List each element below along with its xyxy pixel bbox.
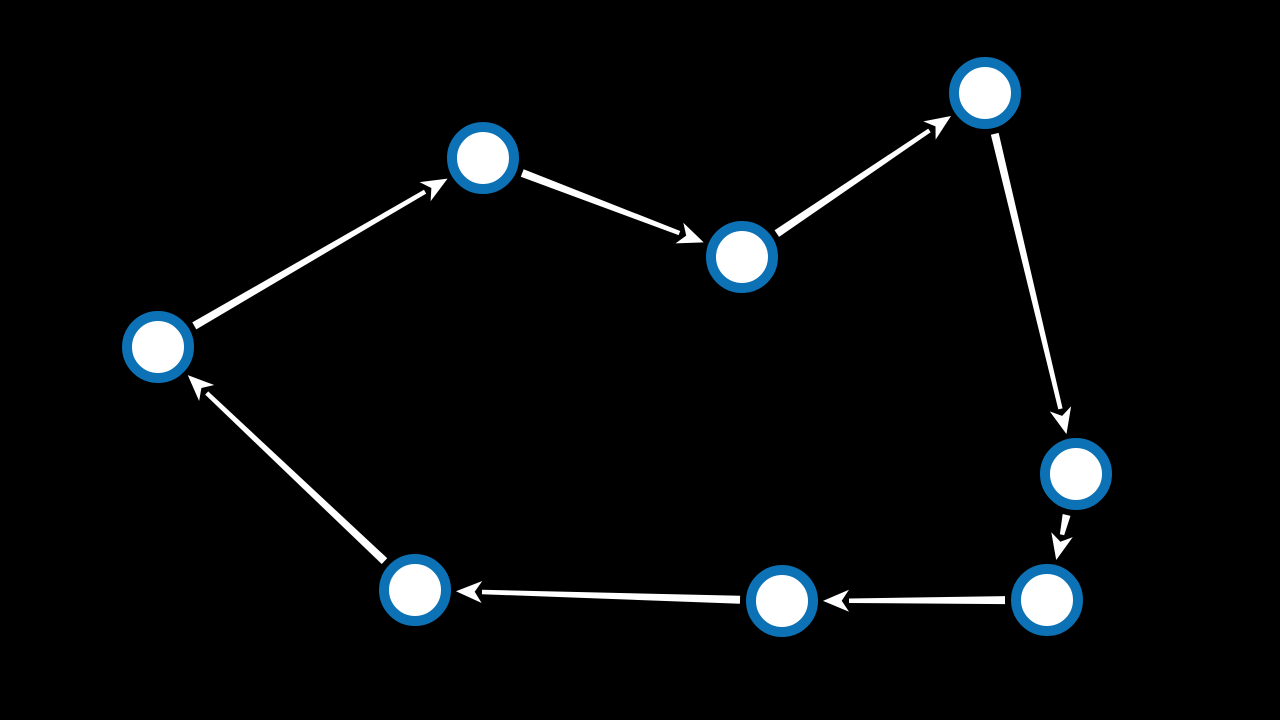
graph-node[interactable]: [1040, 438, 1112, 510]
node-circle: [1040, 438, 1112, 510]
graph-edge[interactable]: [187, 375, 388, 565]
edge-arrowhead-icon: [455, 581, 483, 603]
edge-shaft: [848, 596, 1006, 605]
edge-arrowhead-icon: [823, 589, 850, 612]
edge-layer: [187, 115, 1073, 612]
graph-node[interactable]: [746, 565, 818, 637]
graph-edge[interactable]: [192, 178, 448, 330]
graph-edge[interactable]: [990, 132, 1072, 435]
graph-edge[interactable]: [455, 581, 741, 604]
node-circle: [379, 554, 451, 626]
graph-node[interactable]: [1011, 564, 1083, 636]
graph-edge[interactable]: [774, 115, 952, 237]
edge-shaft: [1059, 514, 1071, 536]
graph-node[interactable]: [949, 57, 1021, 129]
edge-shaft: [192, 189, 427, 330]
edge-arrowhead-icon: [1049, 406, 1072, 435]
graph-node[interactable]: [447, 122, 519, 194]
node-layer: [122, 57, 1112, 637]
edge-shaft: [990, 132, 1063, 410]
node-circle: [447, 122, 519, 194]
edge-arrowhead-icon: [187, 375, 215, 402]
node-circle: [1011, 564, 1083, 636]
node-circle: [122, 311, 194, 383]
edge-arrowhead-icon: [419, 178, 448, 202]
graph-node[interactable]: [379, 554, 451, 626]
graph-edge[interactable]: [520, 169, 704, 244]
graph-node[interactable]: [122, 311, 194, 383]
edge-shaft: [481, 589, 741, 604]
graph-node[interactable]: [706, 221, 778, 293]
edge-shaft: [520, 169, 681, 236]
node-circle: [949, 57, 1021, 129]
edge-shaft: [205, 391, 388, 565]
node-circle: [706, 221, 778, 293]
node-circle: [746, 565, 818, 637]
graph-edge[interactable]: [823, 589, 1006, 612]
graph-edge[interactable]: [1051, 514, 1073, 561]
edge-shaft: [774, 128, 931, 237]
edge-arrowhead-icon: [923, 115, 952, 140]
edge-arrowhead-icon: [675, 222, 704, 244]
edge-arrowhead-icon: [1051, 532, 1073, 561]
